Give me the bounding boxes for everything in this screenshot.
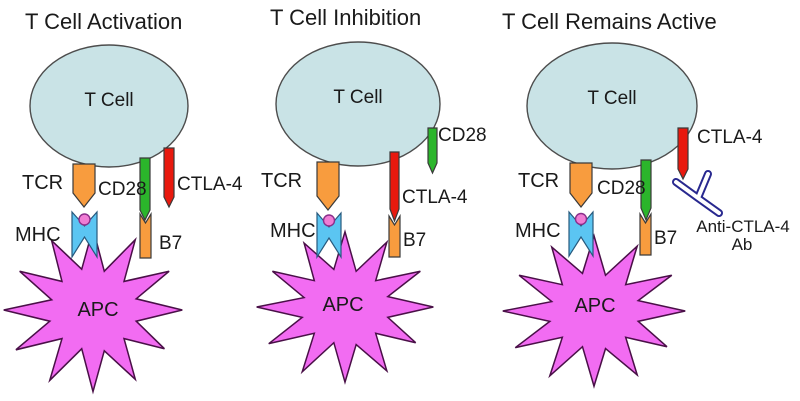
anti-ctla4-ab-label-line1: Anti-CTLA-4	[696, 217, 790, 236]
apc-label: APC	[574, 295, 615, 317]
t-cell-label: T Cell	[84, 90, 133, 111]
t-cell-label: T Cell	[587, 88, 636, 109]
tcr-label: TCR	[261, 170, 302, 192]
apc-label: APC	[322, 294, 363, 316]
tcr-label: TCR	[518, 170, 559, 192]
panel-t-cell-remains-active: T Cell Remains Active T Cell TCR CD28 CT…	[502, 9, 790, 387]
t-cell-body	[29, 44, 189, 168]
b7-label: B7	[654, 228, 677, 249]
tcr-label: TCR	[22, 172, 63, 194]
panel-t-cell-inhibition: T Cell Inhibition T Cell TCR CD28 CTLA-4…	[255, 5, 487, 383]
b7-label: B7	[159, 233, 182, 254]
t-cell-body	[275, 41, 441, 167]
apc-label: APC	[77, 299, 118, 321]
b7-molecule	[388, 213, 401, 258]
antigen-peptide	[78, 213, 91, 226]
mhc-molecule	[568, 210, 594, 259]
mhc-label: MHC	[270, 220, 316, 242]
antigen-peptide	[574, 212, 588, 226]
cd28-receptor	[640, 159, 652, 222]
tcr-receptor	[72, 163, 96, 208]
mhc-molecule	[316, 211, 342, 260]
anti-ctla4-antibody-icon	[672, 170, 723, 217]
ctla4-label: CTLA-4	[697, 127, 763, 148]
ctla4-label: CTLA-4	[177, 174, 243, 195]
tcr-receptor	[316, 161, 340, 211]
ctla4-receptor	[163, 147, 175, 209]
cd28-receptor	[139, 157, 151, 222]
cd28-label: CD28	[597, 178, 646, 199]
cd28-receptor	[427, 127, 438, 175]
mhc-label: MHC	[15, 224, 61, 246]
panel-t-cell-activation: T Cell Activation T Cell TCR CD28 CTLA-4…	[2, 9, 243, 393]
mhc-label: MHC	[515, 220, 561, 242]
ctla4-label: CTLA-4	[402, 187, 468, 208]
panel-title: T Cell Activation	[25, 9, 182, 34]
b7-molecule	[139, 211, 152, 259]
t-cell-body	[526, 42, 698, 170]
cd28-label: CD28	[438, 125, 487, 146]
mhc-molecule	[71, 210, 98, 260]
tcr-receptor	[569, 162, 593, 208]
panel-title: T Cell Remains Active	[502, 9, 717, 34]
ctla4-receptor	[389, 151, 400, 223]
b7-molecule	[639, 211, 652, 256]
cd28-label: CD28	[98, 179, 147, 200]
t-cell-label: T Cell	[333, 87, 382, 108]
anti-ctla4-ab-label-line2: Ab	[732, 235, 753, 254]
panel-title: T Cell Inhibition	[270, 5, 421, 30]
ctla4-receptor	[677, 127, 689, 181]
antigen-peptide	[322, 214, 336, 227]
b7-label: B7	[403, 230, 426, 251]
